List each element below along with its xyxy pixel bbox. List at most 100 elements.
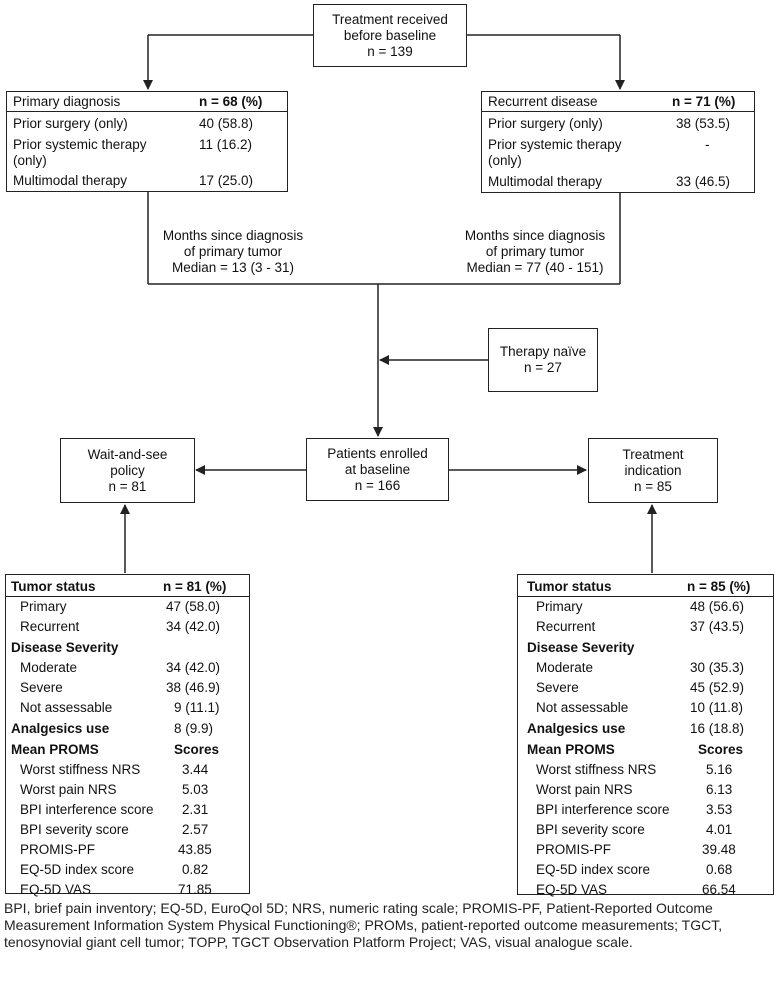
table-row-value: 43.85 [178,842,212,857]
wait-and-see-box: Wait-and-see policy n = 81 [60,438,195,503]
table-row-value: 30 (35.3) [690,660,745,675]
header-divider [6,596,249,597]
months-line: Months since diagnosis [162,228,304,243]
table-row-value: 71.85 [178,882,212,897]
table-row-value: 0.82 [182,862,209,877]
section-heading: Analgesics use [527,721,626,736]
header-divider [518,596,773,597]
recurrent-header-label: Recurrent disease [488,94,598,109]
table-row-value: 11 (16.2) [199,137,253,152]
primary-diagnosis-box: Primary diagnosis n = 68 (%) Prior surge… [6,91,288,192]
treat-stats-table: Tumor status n = 85 (%) Primary Recurren… [517,574,774,897]
table-row-value: 66.54 [702,882,736,897]
therapy-naive-box: Therapy naïve n = 27 [488,328,598,392]
table-row-label: Moderate [20,660,78,675]
box-line: n = 139 [367,43,413,59]
primary-months-label: Months since diagnosis of primary tumor … [148,228,318,276]
table-row-value: 4.01 [706,822,733,837]
tumor-status-heading: Tumor status [527,579,612,594]
box-line: indication [624,462,682,478]
table-row-value: 5.03 [182,782,209,797]
table-row-label: Worst pain NRS [536,782,633,797]
table-row-label: Worst pain NRS [20,782,117,797]
section-heading: Disease Severity [527,640,635,655]
table-row-value: 10 (11.8) [690,700,744,715]
table-row-label: Severe [20,680,63,695]
table-row-label: Multimodal therapy [13,173,128,188]
table-row-label: BPI severity score [20,822,129,837]
box-line: n = 85 [634,478,672,494]
table-row-value: 38 (53.5) [676,116,731,131]
table-row-label: EQ-5D VAS [20,882,92,897]
table-row-label: Not assessable [536,700,629,715]
table-row-value: 5.16 [706,762,733,777]
box-line: Treatment [622,446,684,462]
table-row-label: Worst stiffness NRS [20,762,141,777]
table-row-value: 40 (58.8) [199,116,254,131]
box-line: n = 166 [354,477,401,493]
primary-header-n: n = 68 (%) [199,94,263,109]
table-row-label: BPI interference score [20,802,154,817]
table-row-value: 3.44 [182,762,209,777]
table-row-value: 0.68 [706,862,733,877]
box-line: Patients enrolled [327,445,428,461]
box-line: policy [110,462,145,478]
box-line: at baseline [344,461,411,477]
table-row-value: 38 (46.9) [166,680,221,695]
table-row-value: 8 (9.9) [174,721,214,736]
months-line: of primary tumor [183,244,283,259]
treatment-indication-box: Treatment indication n = 85 [588,438,718,503]
table-row-value: 37 (43.5) [690,619,745,634]
header-divider [7,111,287,112]
table-row-label: Recurrent [536,619,596,634]
table-row-label: Severe [536,680,579,695]
table-row-label: EQ-5D index score [20,862,135,877]
footnote: BPI, brief pain inventory; EQ-5D, EuroQo… [4,900,723,950]
treatment-received-box: Treatment received before baseline n = 1… [313,4,467,67]
table-row-value: 39.48 [702,842,736,857]
table-row-value: 6.13 [706,782,733,797]
table-row-value: 9 (11.1) [174,700,220,715]
table-row-label: EQ-5D VAS [536,882,608,897]
section-heading: Mean PROMS [11,742,99,757]
table-row-label: Primary [536,599,583,614]
box-line: n = 81 [108,478,147,494]
table-row-label: Moderate [536,660,594,675]
table-row-value: 17 (25.0) [199,173,254,188]
table-row-label: (only) [13,153,47,168]
table-row-value: 45 (52.9) [690,680,745,695]
table-row-value: 2.57 [182,822,209,837]
table-row-value: 34 (42.0) [166,619,221,634]
table-row-label: BPI severity score [536,822,645,837]
months-line: Median = 13 (3 - 31) [172,260,294,275]
table-row-label: PROMIS-PF [536,842,612,857]
wait-stats-table: Tumor status n = 81 (%) Primary Recurren… [5,574,250,897]
table-row-label: Worst stiffness NRS [536,762,657,777]
box-line: Treatment received [332,11,448,27]
section-heading: Analgesics use [11,721,110,736]
table-row-label: Prior surgery (only) [488,116,603,131]
patients-enrolled-box: Patients enrolled at baseline n = 166 [306,438,449,501]
table-row-value: 48 (56.6) [690,599,745,614]
months-line: Median = 77 (40 - 151) [466,260,604,275]
recurrent-months-label: Months since diagnosis of primary tumor … [450,228,620,276]
header-divider [482,111,754,112]
table-row-label: Primary [20,599,67,614]
wait-header-n: n = 81 (%) [163,579,227,594]
table-row-label: (only) [488,153,522,168]
recurrent-header-n: n = 71 (%) [672,94,736,109]
box-line: n = 27 [524,360,562,375]
primary-header-label: Primary diagnosis [13,94,121,109]
table-row-value: 3.53 [706,802,733,817]
treat-header-n: n = 85 (%) [687,579,751,594]
table-row-label: Prior systemic therapy [488,137,622,152]
table-row-value: 16 (18.8) [690,721,745,736]
table-row-label: Prior systemic therapy [13,137,147,152]
table-row-label: EQ-5D index score [536,862,651,877]
months-line: of primary tumor [485,244,585,259]
section-heading: Mean PROMS [527,742,615,757]
table-row-value: 34 (42.0) [166,660,221,675]
recurrent-disease-box: Recurrent disease n = 71 (%) Prior surge… [481,91,755,193]
scores-heading: Scores [174,742,220,757]
